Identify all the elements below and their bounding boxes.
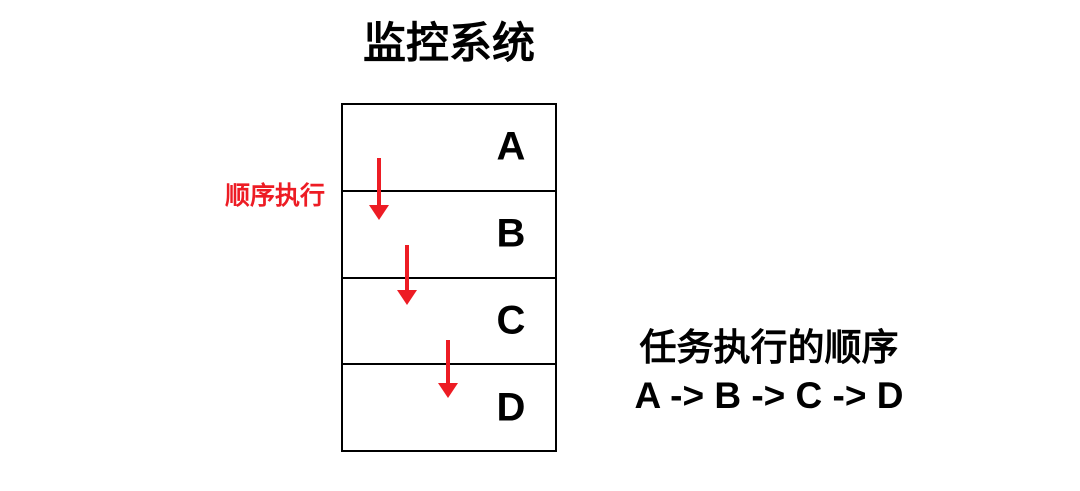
task-label-c: C: [496, 298, 526, 343]
execution-order-note: 任务执行的顺序 A -> B -> C -> D: [613, 324, 925, 420]
down-arrow-icon-a-to-b: [369, 158, 389, 220]
task-label-b: B: [496, 211, 526, 256]
task-row-b: B: [343, 192, 555, 279]
task-row-d: D: [343, 365, 555, 450]
diagram-title: 监控系统: [363, 20, 535, 68]
arrow-head: [438, 383, 458, 398]
down-arrow-icon-b-to-c: [397, 245, 417, 305]
arrow-shaft: [405, 245, 409, 292]
down-arrow-icon-c-to-d: [438, 340, 458, 398]
arrow-head: [369, 205, 389, 220]
execution-order-note-title: 任务执行的顺序: [639, 327, 899, 368]
arrow-head: [397, 290, 417, 305]
execution-order-sequence: A -> B -> C -> D: [634, 375, 904, 416]
sequential-execution-label: 顺序执行: [225, 182, 326, 210]
arrow-shaft: [446, 340, 450, 385]
task-label-a: A: [496, 124, 526, 169]
task-label-d: D: [496, 385, 526, 430]
task-row-a: A: [343, 105, 555, 192]
arrow-shaft: [377, 158, 381, 207]
task-table: A B C D: [341, 103, 557, 452]
